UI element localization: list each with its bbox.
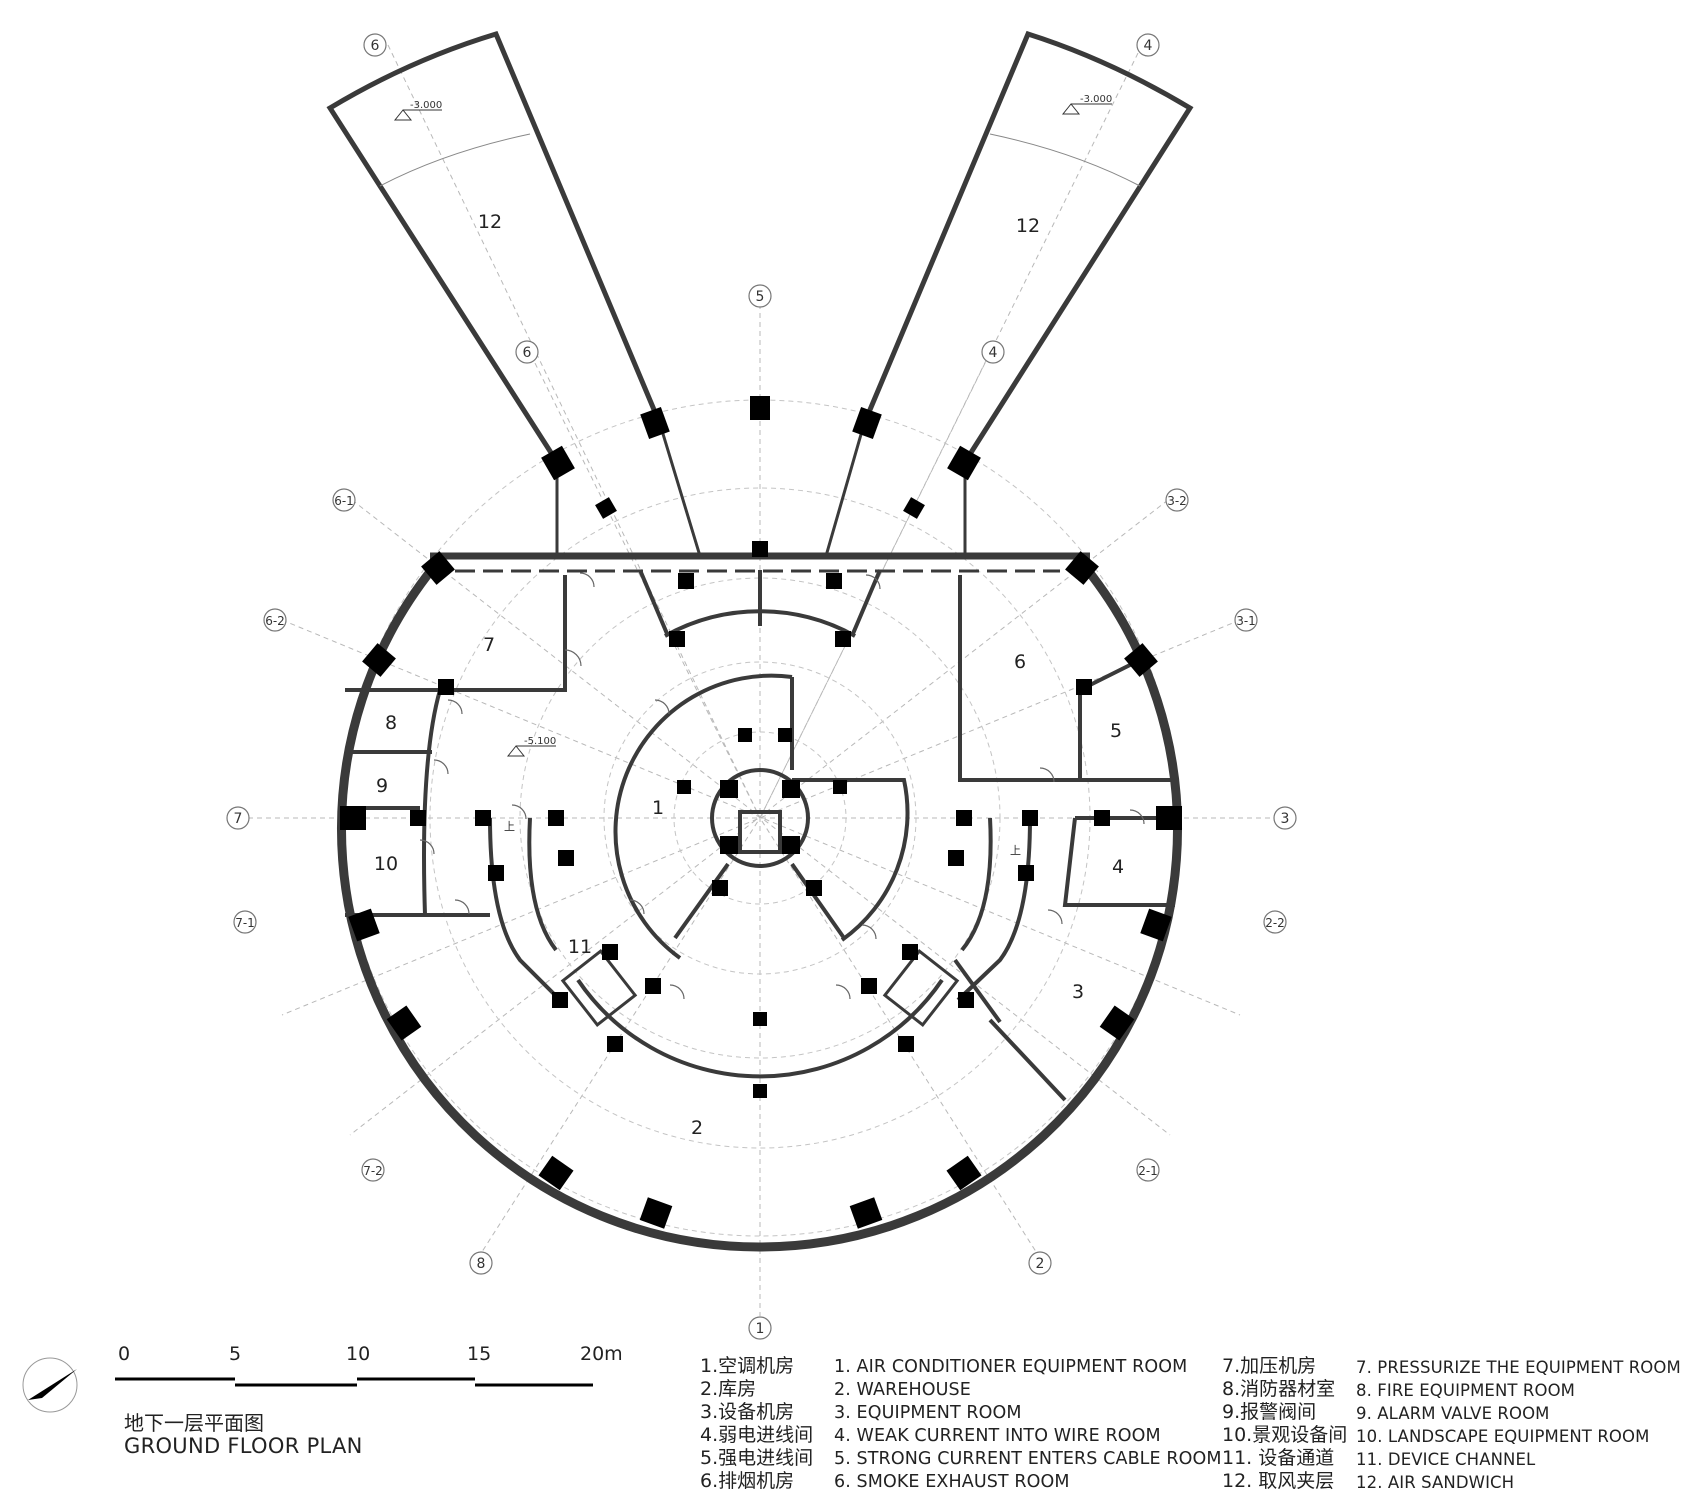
scale-label-5: 5: [229, 1343, 242, 1365]
legend-item: 5. STRONG CURRENT ENTERS CABLE ROOM: [834, 1449, 1222, 1469]
legend-item: 11. DEVICE CHANNEL: [1356, 1450, 1536, 1469]
legend-cn-col1: 1.空调机房 2.库房 3.设备机房 4.弱电进线间 5.强电进线间 6.排烟机…: [700, 1355, 813, 1493]
air-shafts: [326, 30, 1194, 464]
legend-item: 11. 设备通道: [1222, 1447, 1335, 1469]
legend-item: 5.强电进线间: [700, 1447, 814, 1469]
legend-item: 4. WEAK CURRENT INTO WIRE ROOM: [834, 1426, 1161, 1446]
legend-item: 6. SMOKE EXHAUST ROOM: [834, 1472, 1070, 1492]
interior-walls: [345, 569, 1175, 1102]
legend-item: 6.排烟机房: [700, 1470, 795, 1492]
legend-en-col2: 7. PRESSURIZE THE EQUIPMENT ROOM 8. FIRE…: [1356, 1356, 1681, 1494]
legend-item: 3.设备机房: [700, 1401, 795, 1423]
legend-en-col1: 1. AIR CONDITIONER EQUIPMENT ROOM 2. WAR…: [834, 1356, 1222, 1494]
scale-label-0: 0: [118, 1343, 131, 1365]
legend-item: 12. AIR SANDWICH: [1356, 1473, 1515, 1492]
legend-cn-col2: 7.加压机房 8.消防器材室 9.报警阀间 10.景观设备间 11. 设备通道 …: [1222, 1355, 1347, 1493]
columns: [340, 396, 1182, 1229]
scale-label-10: 10: [346, 1343, 371, 1365]
legend-item: 8. FIRE EQUIPMENT ROOM: [1356, 1381, 1575, 1400]
legend-item: 10. LANDSCAPE EQUIPMENT ROOM: [1356, 1427, 1650, 1446]
legend-item: 9. ALARM VALVE ROOM: [1356, 1404, 1550, 1423]
legend-item: 1.空调机房: [700, 1355, 795, 1377]
scale-label-15: 15: [467, 1343, 492, 1365]
legend-item: 3. EQUIPMENT ROOM: [834, 1403, 1022, 1423]
legend-item: 12. 取风夹层: [1222, 1470, 1335, 1492]
legend-item: 8.消防器材室: [1222, 1378, 1336, 1400]
legend-item: 1. AIR CONDITIONER EQUIPMENT ROOM: [834, 1357, 1188, 1377]
legend-item: 2. WAREHOUSE: [834, 1380, 971, 1400]
legend-item: 2.库房: [700, 1378, 757, 1400]
grid-axis-lines: [248, 44, 1270, 1316]
legend-item: 7. PRESSURIZE THE EQUIPMENT ROOM: [1356, 1358, 1681, 1377]
door-swings: [419, 572, 1145, 1000]
legend-item: 9.报警阀间: [1222, 1401, 1317, 1423]
plan-title-en: GROUND FLOOR PLAN: [124, 1434, 363, 1458]
exterior-wall: [337, 565, 1182, 1252]
plan-title-cn: 地下一层平面图: [124, 1411, 264, 1435]
legend-item: 7.加压机房: [1222, 1355, 1317, 1377]
legend-item: 4.弱电进线间: [700, 1424, 814, 1446]
scale-label-20m: 20m: [580, 1343, 623, 1365]
legend-item: 10.景观设备间: [1222, 1424, 1348, 1446]
